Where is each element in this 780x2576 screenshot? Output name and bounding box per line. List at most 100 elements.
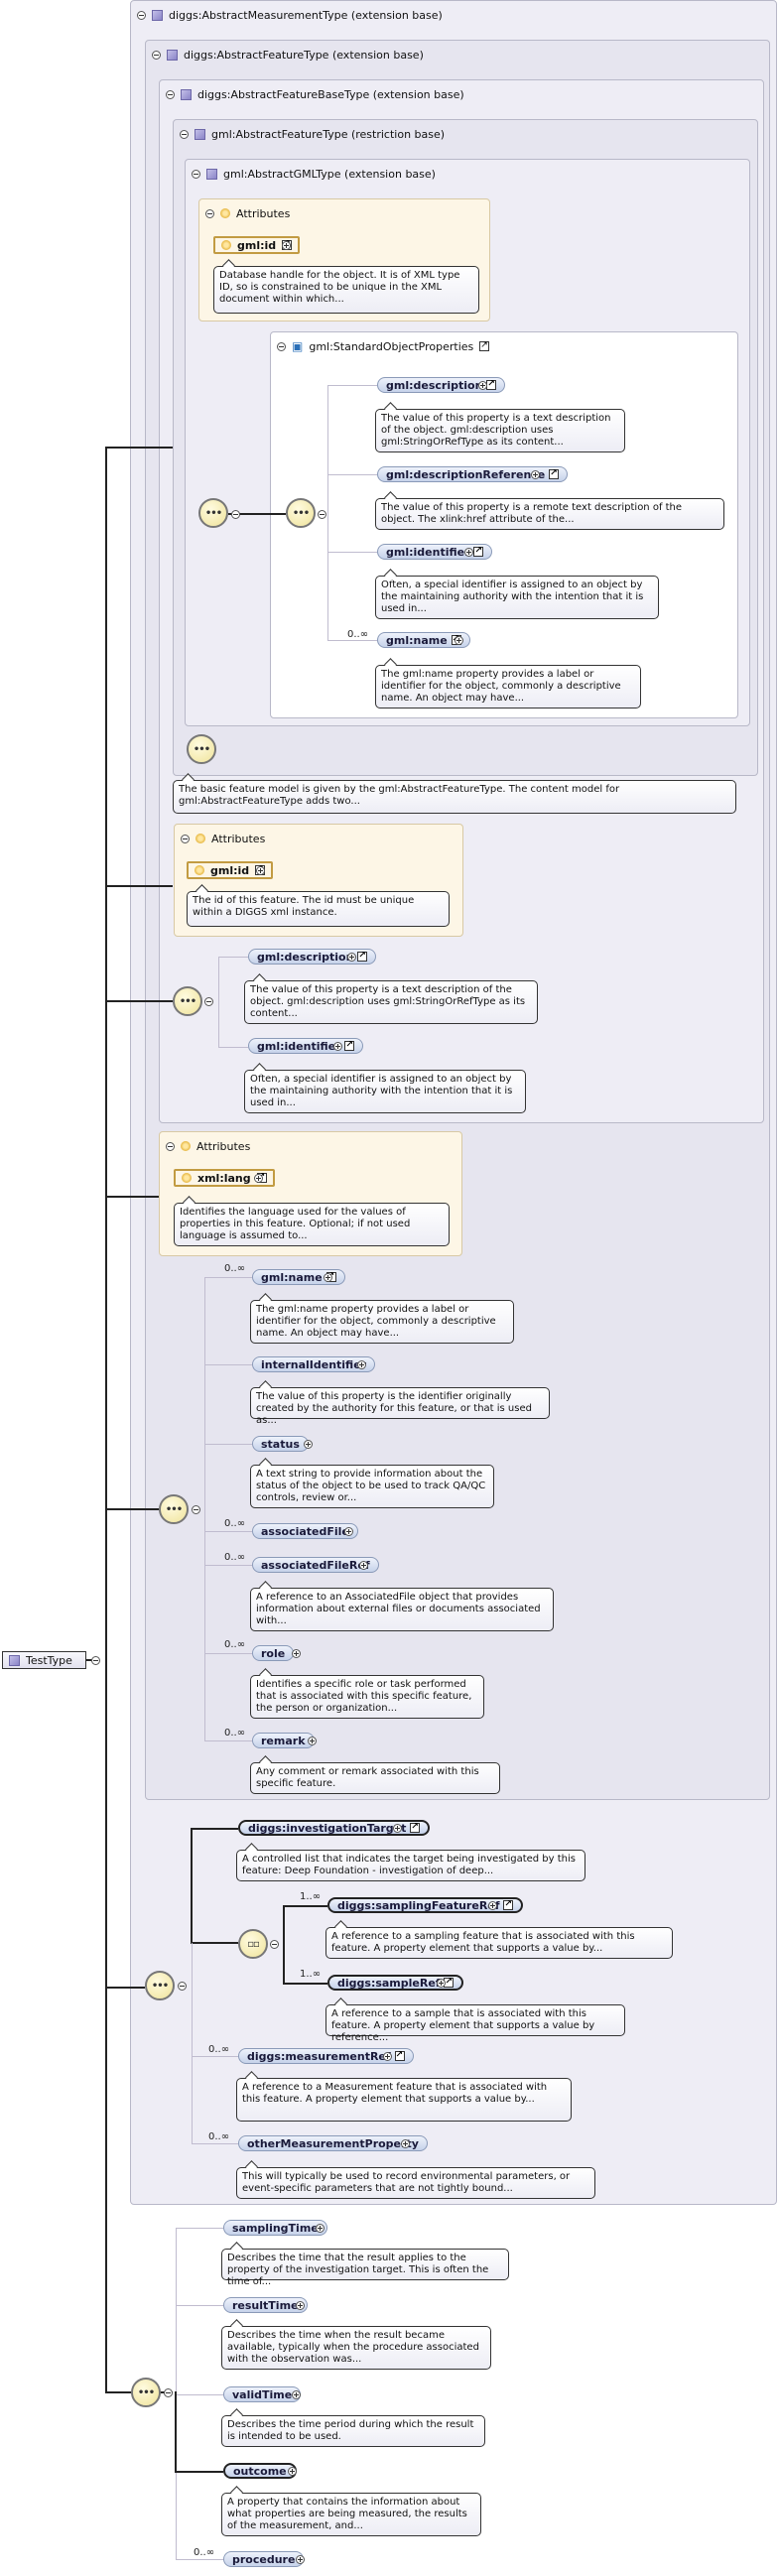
description-box: Describes the time period during which t… <box>221 2415 485 2447</box>
multiplicity-label: 0..∞ <box>208 2131 230 2142</box>
collapse-toggle-icon[interactable] <box>204 996 213 1009</box>
element-procedure[interactable]: procedure <box>223 2551 305 2567</box>
collapse-toggle-icon[interactable] <box>205 208 214 218</box>
element-role[interactable]: role <box>252 1645 295 1661</box>
collapse-toggle-icon[interactable] <box>137 10 146 20</box>
link-icon[interactable] <box>357 950 368 962</box>
collapse-toggle-icon[interactable] <box>318 509 326 522</box>
expand-icon[interactable] <box>531 470 540 479</box>
collapse-toggle-icon[interactable] <box>277 341 286 351</box>
element-gml-identifier[interactable]: gml:identifier <box>248 1038 364 1054</box>
element-valid-time[interactable]: validTime <box>223 2386 302 2402</box>
collapse-toggle-icon[interactable] <box>192 169 200 179</box>
element-associated-file[interactable]: associatedFile <box>252 1523 358 1539</box>
expand-icon[interactable] <box>254 1174 263 1183</box>
expand-icon[interactable] <box>304 1440 313 1449</box>
link-icon[interactable] <box>486 378 497 390</box>
sequence-compositor-icon[interactable]: ••• <box>131 2378 161 2407</box>
connector-line <box>176 2394 223 2395</box>
collapse-toggle-icon[interactable] <box>181 834 190 843</box>
expand-icon[interactable] <box>488 1901 497 1910</box>
description-box: Describes the time that the result appli… <box>221 2249 509 2287</box>
element-sampling-time[interactable]: samplingTime <box>223 2220 327 2236</box>
collapse-toggle-icon[interactable] <box>91 1655 100 1668</box>
link-icon[interactable] <box>503 1898 514 1910</box>
connector-line <box>175 2471 223 2473</box>
connector-line <box>228 513 286 515</box>
collapse-toggle-icon[interactable] <box>192 1504 200 1517</box>
element-label: associatedFileRef <box>261 1558 370 1572</box>
element-gml-description[interactable]: gml:description <box>377 377 506 393</box>
choice-compositor-icon[interactable]: ▫▫ <box>238 1929 268 1959</box>
expand-icon[interactable] <box>292 1649 301 1658</box>
link-icon[interactable] <box>473 545 484 557</box>
collapse-toggle-icon[interactable] <box>164 2387 173 2400</box>
element-result-time[interactable]: resultTime <box>223 2297 308 2313</box>
connector-line <box>192 1943 193 2144</box>
collapse-toggle-icon[interactable] <box>270 1939 279 1952</box>
expand-icon[interactable] <box>288 2467 297 2476</box>
expand-icon[interactable] <box>344 1527 353 1536</box>
connector-line <box>204 1444 252 1445</box>
description-box: The value of this property is a text des… <box>244 980 538 1024</box>
expand-icon[interactable] <box>296 2301 305 2310</box>
expand-icon[interactable] <box>316 2224 325 2233</box>
expand-icon[interactable] <box>464 548 473 557</box>
expand-icon[interactable] <box>455 636 463 645</box>
expand-icon[interactable] <box>333 1042 342 1051</box>
element-investigation-target[interactable]: diggs:investigationTarget <box>238 1820 431 1836</box>
sequence-compositor-icon[interactable]: ••• <box>173 986 202 1016</box>
expand-icon[interactable] <box>357 1360 366 1369</box>
link-icon[interactable] <box>344 1039 355 1051</box>
description-box: The basic feature model is given by the … <box>173 780 736 814</box>
collapse-toggle-icon[interactable] <box>231 509 240 522</box>
collapse-toggle-icon[interactable] <box>180 129 189 139</box>
expand-icon[interactable] <box>324 1273 332 1282</box>
link-icon[interactable] <box>549 467 560 479</box>
sequence-compositor-icon[interactable]: ••• <box>286 498 316 528</box>
connector-line <box>204 1531 252 1532</box>
element-gml-description-reference[interactable]: gml:descriptionReference <box>377 466 569 482</box>
expand-icon[interactable] <box>359 1561 368 1570</box>
sequence-compositor-icon[interactable]: ••• <box>198 498 228 528</box>
element-associated-file-ref[interactable]: associatedFileRef <box>252 1557 379 1573</box>
expand-icon[interactable] <box>296 2555 305 2564</box>
connector-line <box>105 1987 145 1989</box>
expand-icon[interactable] <box>308 1737 317 1745</box>
link-icon[interactable] <box>479 339 490 351</box>
expand-icon[interactable] <box>478 381 487 390</box>
link-icon[interactable] <box>394 2049 405 2061</box>
expand-icon[interactable] <box>282 241 291 250</box>
element-other-measurement-property[interactable]: otherMeasurementProperty <box>238 2135 428 2151</box>
link-icon[interactable] <box>410 1821 421 1833</box>
expand-icon[interactable] <box>437 1979 446 1988</box>
expand-icon[interactable] <box>383 2052 392 2061</box>
panel-title: Attributes <box>236 206 291 220</box>
element-label: resultTime <box>232 2298 299 2312</box>
description-box: A reference to a sample that is associat… <box>325 2004 625 2043</box>
element-sampling-feature-ref[interactable]: diggs:samplingFeatureRef <box>327 1897 524 1913</box>
collapse-toggle-icon[interactable] <box>166 1141 175 1151</box>
collapse-toggle-icon[interactable] <box>178 1981 187 1994</box>
element-measurement-ref[interactable]: diggs:measurementRef <box>238 2048 414 2064</box>
element-internal-identifier[interactable]: internalIdentifier <box>252 1356 376 1372</box>
attribute-gml-id[interactable]: gml:id <box>213 236 301 254</box>
element-remark[interactable]: remark <box>252 1733 315 1748</box>
description-box: A controlled list that indicates the tar… <box>236 1850 585 1881</box>
element-outcome[interactable]: outcome <box>223 2463 297 2479</box>
expand-icon[interactable] <box>292 2390 301 2399</box>
sequence-compositor-icon[interactable]: ••• <box>187 734 216 764</box>
element-status[interactable]: status <box>252 1436 309 1452</box>
expand-icon[interactable] <box>393 1824 402 1833</box>
element-gml-identifier[interactable]: gml:identifier <box>377 544 493 560</box>
collapse-toggle-icon[interactable] <box>166 89 175 99</box>
expand-icon[interactable] <box>347 953 356 962</box>
sequence-compositor-icon[interactable]: ••• <box>145 1971 175 2000</box>
expand-icon[interactable] <box>256 866 265 875</box>
root-type-node[interactable]: TestType <box>2 1651 86 1669</box>
expand-icon[interactable] <box>401 2139 410 2148</box>
sequence-compositor-icon[interactable]: ••• <box>159 1494 189 1524</box>
panel-title: Attributes <box>196 1139 251 1153</box>
collapse-toggle-icon[interactable] <box>152 50 161 60</box>
element-gml-description[interactable]: gml:description <box>248 949 377 965</box>
